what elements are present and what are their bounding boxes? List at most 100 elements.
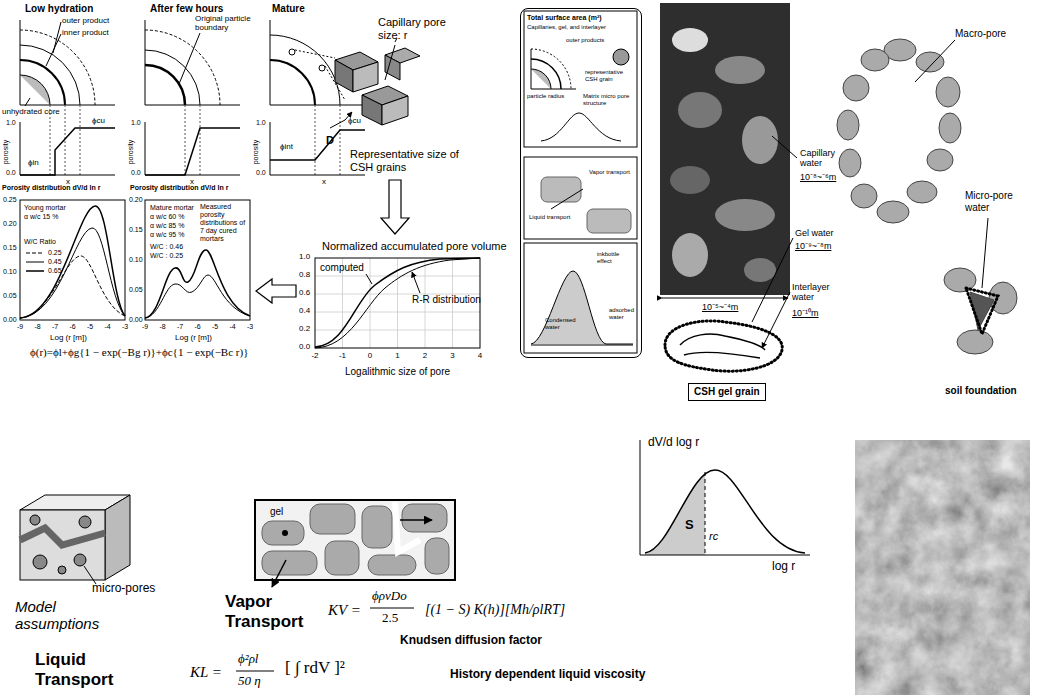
node-text: adsorbed water — [609, 307, 637, 321]
model-cube-part — [105, 495, 130, 580]
gel-picture-part-part — [425, 538, 449, 574]
macro-pore-sketch-part — [907, 181, 937, 203]
label: 10⁻⁸~⁻⁶m — [800, 172, 836, 182]
label: Gel water — [795, 228, 834, 238]
cumulative-chart-part — [315, 258, 480, 348]
micrograph-part — [855, 440, 1030, 695]
label: -2 — [311, 351, 318, 360]
macro-pore-sketch-part — [851, 184, 877, 208]
label: 0.00 — [129, 316, 143, 324]
label: Representative size of CSH grains — [350, 148, 462, 173]
model-cube-part — [79, 516, 91, 528]
label: 0.65 — [48, 267, 62, 275]
macro-pore-sketch-part — [839, 149, 861, 177]
panel-sketch-part — [551, 189, 583, 209]
node-text: Matrix micro pore structure — [583, 93, 635, 107]
node-text: CSH gel grain — [694, 386, 760, 398]
porosity-plots-part — [20, 128, 115, 175]
label: 0.45 — [48, 258, 62, 266]
label: ϕcu — [92, 116, 105, 125]
macro-pore-sketch-part — [927, 149, 953, 171]
gel-grain-sketch-part — [684, 352, 760, 358]
macro-pore-sketch-part — [843, 75, 869, 101]
label: porosity — [252, 140, 260, 165]
gel-picture-part — [400, 519, 432, 521]
micrograph — [855, 440, 1030, 695]
model-cube-part — [20, 510, 105, 580]
label: Vapor Transport — [225, 592, 320, 631]
label: -4 — [104, 323, 110, 331]
concrete-image-part — [678, 92, 722, 128]
porosity-charts-part — [145, 275, 250, 318]
label: α w/c 85 % — [150, 222, 184, 230]
hydration-sketch-part — [20, 20, 115, 105]
concrete-image-part — [752, 136, 797, 348]
label: ϕint — [280, 142, 293, 151]
panel-sketch — [521, 9, 640, 356]
label: 0.0 — [6, 169, 16, 177]
porosity-plots-part — [20, 122, 115, 175]
concrete-image-part — [670, 166, 710, 194]
label: 0.05 — [129, 286, 143, 294]
gel-grain-sketch — [665, 321, 782, 371]
label: α w/c 95 % — [150, 231, 184, 239]
formula-bars-part — [370, 608, 414, 609]
label: Liquid Transport — [35, 650, 130, 689]
gel-picture-part — [272, 560, 286, 587]
panel-sketch-part — [531, 345, 633, 346]
label: Original particle boundary — [195, 14, 257, 32]
macro-pore-sketch-part — [877, 201, 909, 223]
label: -3 — [247, 323, 253, 331]
macro-pore-sketch-part — [915, 40, 955, 82]
label: Model assumptions — [15, 598, 115, 633]
label: 0.10 — [3, 268, 17, 276]
label: porosity — [127, 140, 135, 165]
node-text: particle radius — [527, 93, 564, 100]
panel-sketch-part — [531, 69, 551, 89]
distribution-curve-part — [645, 470, 805, 553]
panel-sketch-part — [531, 49, 571, 89]
label: 0.15 — [129, 226, 143, 234]
label: α w/c 15 % — [24, 213, 58, 221]
label: Capillary water — [800, 148, 850, 169]
concrete-image-part — [662, 298, 788, 299]
label: R-R distribution — [412, 294, 481, 306]
label: KL = — [190, 664, 222, 681]
distribution-curve-part — [645, 470, 705, 555]
label: -1 — [339, 351, 346, 360]
porosity-plots-part — [145, 128, 240, 175]
label: 10⁻⁵~⁻⁴m — [702, 302, 738, 312]
label: W/C : 0.46 — [150, 243, 183, 251]
concrete-image-part — [672, 28, 708, 52]
label: Mature — [272, 3, 305, 15]
macro-pore-sketch-part — [916, 52, 944, 72]
label: [(1 − S) K(h)][Mh/ρlRT] — [425, 602, 565, 618]
label: Low hydration — [25, 3, 93, 15]
gel-picture-part — [282, 530, 288, 536]
label: 0.0 — [256, 169, 266, 177]
concrete-image-part — [744, 258, 776, 282]
hydration-sketch-part — [385, 45, 395, 80]
distribution-curve-part — [705, 472, 706, 555]
cumulative-chart-part — [366, 272, 420, 293]
distribution-curve-part — [640, 440, 810, 555]
label: -5 — [212, 323, 218, 331]
label: 10⁻⁹~⁻⁸m — [795, 241, 831, 251]
porosity-charts-part — [26, 270, 44, 272]
label: x — [322, 177, 326, 186]
label: -6 — [69, 323, 75, 331]
label: inner product — [62, 28, 109, 37]
gel-picture-part-part — [402, 504, 447, 532]
panel-sketch-part — [531, 271, 606, 344]
label: gel — [268, 506, 285, 518]
porosity-plots-part — [145, 122, 240, 175]
hydration-sketch-part — [319, 65, 325, 71]
macro-pore-sketch-part — [837, 110, 859, 140]
label: porosity — [2, 140, 10, 165]
model-panel: Total surface area (m²)Capillaries, gel,… — [520, 8, 642, 358]
label: Porosity distribution dV/d ln r — [130, 184, 228, 192]
panel-sketch-part — [524, 11, 637, 147]
label: ϕ(r)=ϕl+ϕg{1 − exp(−Bg r)}+ϕc{1 − exp(−B… — [30, 346, 248, 359]
label: ϕρvDo — [372, 589, 407, 604]
label: micro-pores — [92, 582, 155, 596]
